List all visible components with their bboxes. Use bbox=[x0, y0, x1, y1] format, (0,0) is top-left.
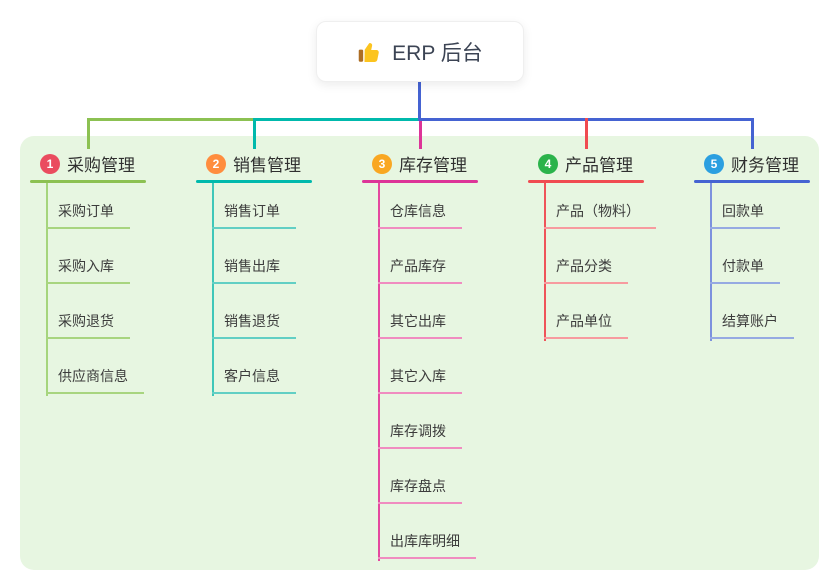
branch-drop-line bbox=[253, 118, 256, 149]
branch-drop-line bbox=[585, 118, 588, 149]
subitem-node[interactable]: 其它入库 bbox=[378, 368, 462, 394]
root-stem-line bbox=[418, 82, 421, 121]
branch-underline bbox=[528, 180, 644, 183]
branch-number-badge: 3 bbox=[372, 153, 392, 174]
branch-subtree-line bbox=[46, 183, 48, 396]
subitem-node[interactable]: 库存调拨 bbox=[378, 423, 462, 449]
root-node[interactable]: ERP 后台 bbox=[316, 21, 524, 82]
branch-subtree-line bbox=[378, 183, 380, 561]
rail-segment bbox=[254, 118, 420, 121]
subitem-node[interactable]: 销售退货 bbox=[212, 313, 296, 339]
subitem-node[interactable]: 销售出库 bbox=[212, 258, 296, 284]
branch-underline bbox=[30, 180, 146, 183]
branch-number-badge: 4 bbox=[538, 153, 558, 174]
branch-header[interactable]: 1 采购管理 bbox=[40, 151, 135, 176]
branch-label: 库存管理 bbox=[399, 156, 467, 175]
branch-header[interactable]: 3 库存管理 bbox=[372, 151, 467, 176]
subitem-node[interactable]: 仓库信息 bbox=[378, 203, 462, 229]
branch-label: 采购管理 bbox=[67, 156, 135, 175]
subitem-node[interactable]: 其它出库 bbox=[378, 313, 462, 339]
branch-subtree-line bbox=[710, 183, 712, 341]
branch-drop-line bbox=[87, 118, 90, 149]
branch-underline bbox=[362, 180, 478, 183]
branch-header[interactable]: 5 财务管理 bbox=[704, 151, 799, 176]
subitem-node[interactable]: 采购退货 bbox=[46, 313, 130, 339]
subitem-node[interactable]: 出库库明细 bbox=[378, 533, 476, 559]
branches-panel bbox=[20, 136, 819, 570]
subitem-node[interactable]: 库存盘点 bbox=[378, 478, 462, 504]
subitem-node[interactable]: 付款单 bbox=[710, 258, 780, 284]
branch-label: 产品管理 bbox=[565, 156, 633, 175]
subitem-node[interactable]: 产品分类 bbox=[544, 258, 628, 284]
subitem-node[interactable]: 产品（物料） bbox=[544, 203, 656, 229]
branch-underline bbox=[694, 180, 810, 183]
subitem-node[interactable]: 供应商信息 bbox=[46, 368, 144, 394]
branch-drop-line bbox=[751, 118, 754, 149]
root-title: ERP 后台 bbox=[392, 41, 483, 65]
subitem-node[interactable]: 产品单位 bbox=[544, 313, 628, 339]
subitem-node[interactable]: 客户信息 bbox=[212, 368, 296, 394]
subitem-node[interactable]: 产品库存 bbox=[378, 258, 462, 284]
subitem-node[interactable]: 采购入库 bbox=[46, 258, 130, 284]
branch-number-badge: 5 bbox=[704, 153, 724, 174]
subitem-node[interactable]: 结算账户 bbox=[710, 313, 794, 339]
branch-number-badge: 1 bbox=[40, 153, 60, 174]
branch-number-badge: 2 bbox=[206, 153, 226, 174]
rail-segment bbox=[87, 118, 254, 121]
subitem-node[interactable]: 回款单 bbox=[710, 203, 780, 229]
branch-header[interactable]: 2 销售管理 bbox=[206, 151, 301, 176]
subitem-node[interactable]: 销售订单 bbox=[212, 203, 296, 229]
branch-subtree-line bbox=[544, 183, 546, 341]
subitem-node[interactable]: 采购订单 bbox=[46, 203, 130, 229]
branch-label: 财务管理 bbox=[731, 156, 799, 175]
branch-header[interactable]: 4 产品管理 bbox=[538, 151, 633, 176]
branch-drop-line bbox=[419, 121, 422, 149]
branch-subtree-line bbox=[212, 183, 214, 396]
branch-label: 销售管理 bbox=[233, 156, 301, 175]
branch-underline bbox=[196, 180, 312, 183]
thumbs-up-icon bbox=[357, 39, 383, 65]
